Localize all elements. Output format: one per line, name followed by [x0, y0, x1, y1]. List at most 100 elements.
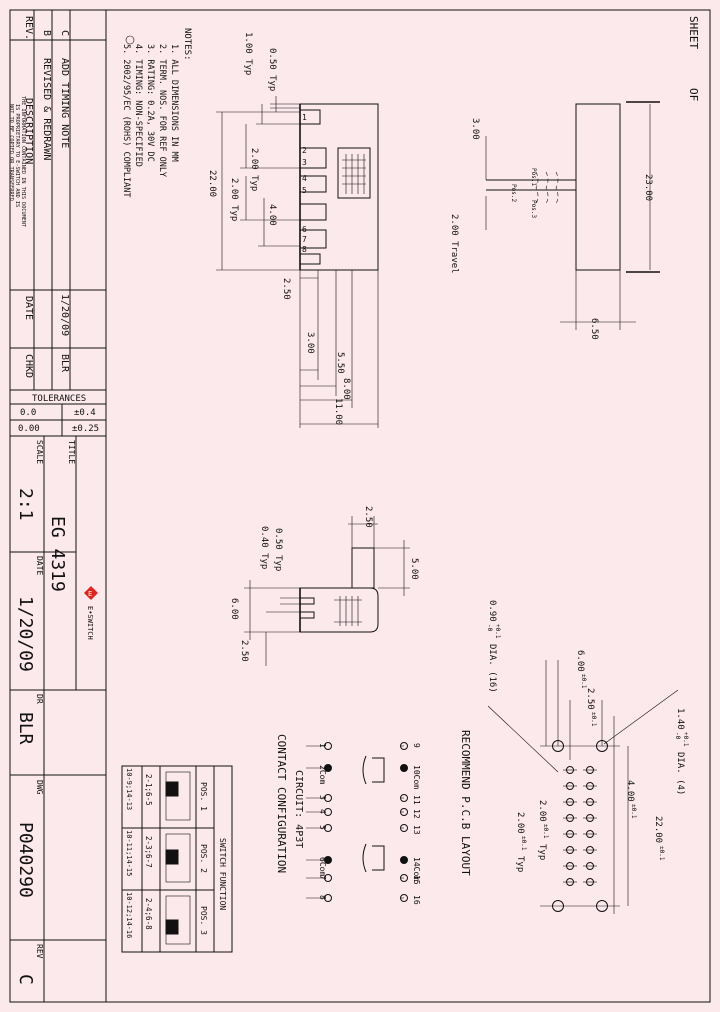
rev-header: REV. — [23, 16, 34, 40]
contact-terminal — [324, 794, 332, 802]
svg-text:DIA. (16): DIA. (16) — [487, 644, 497, 693]
svg-text:4. TIMING: NON-SPECIFIED: 4. TIMING: NON-SPECIFIED — [133, 44, 143, 167]
side-view: 2.50 5.00 0.50 Typ 0.40 Typ 6.00 2.50 — [229, 506, 419, 666]
sheet-label: SHEET — [687, 16, 700, 49]
contact-title: CONTACT CONFIGURATION — [275, 734, 288, 873]
top-view: 1 2 3 4 5 6 7 8 0.50 Typ — [207, 32, 379, 428]
sheet-border — [9, 9, 711, 1003]
date-label: DATE — [35, 556, 44, 575]
svg-text:THE INFORMATION CONTAINED IN T: THE INFORMATION CONTAINED IN THIS DOCUME… — [20, 96, 26, 227]
tol-row2-dec: 0.00 — [18, 424, 40, 434]
svg-text:2.50: 2.50 — [585, 688, 595, 710]
title-label: TITLE — [67, 440, 76, 464]
chkd-header: CHKD — [23, 354, 34, 378]
svg-text:Typ: Typ — [537, 844, 547, 860]
svg-text:4.00: 4.00 — [267, 204, 277, 226]
svg-text:7: 7 — [302, 235, 307, 244]
svg-text:Typ: Typ — [515, 856, 525, 872]
svg-text:±0.1: ±0.1 — [580, 674, 587, 689]
dr-label: DR — [35, 694, 44, 704]
svg-text:IS PROPRIETARY TO E-SWITCH AND: IS PROPRIETARY TO E-SWITCH AND IS — [14, 104, 20, 207]
switch-function-table: SWITCH FUNCTION POS. 1 POS. 2 POS. 3 2-1… — [121, 765, 233, 953]
tolerances-title: TOLERANCES — [32, 394, 86, 404]
date-value: 1/20/09 — [15, 596, 36, 672]
contact-label: 10Com — [412, 765, 421, 789]
contact-label: 4 — [318, 809, 327, 814]
contact-label: 1 — [318, 743, 327, 748]
svg-text:3. RATING: 0.2A, 30V DC: 3. RATING: 0.2A, 30V DC — [145, 44, 155, 162]
svg-text:2.50: 2.50 — [281, 278, 291, 300]
slide-view: 3.00 23.00 6.50 2.00 Travel Pos.1 Pos.2 … — [449, 101, 660, 340]
tol-row1-tol: ±0.4 — [74, 408, 96, 418]
contact-label: 3 — [318, 795, 327, 800]
contact-label: 13 — [412, 825, 421, 835]
svg-text:2. TERM. NOS. FOR REF ONLY: 2. TERM. NOS. FOR REF ONLY — [157, 44, 167, 177]
contact-label: 2Com — [318, 765, 327, 784]
rev-c-date: 1/20/09 — [59, 294, 70, 336]
svg-text:NOTES:: NOTES: — [182, 28, 192, 61]
svg-text:2.00: 2.00 — [515, 812, 525, 834]
notes: NOTES: 1. ALL DIMENSIONS IN MM 2. TERM. … — [121, 28, 192, 198]
tol-row2-tol: ±0.25 — [72, 424, 99, 434]
pos3-header: POS. 3 — [199, 906, 208, 935]
pos3-row2: 10-12;14-16 — [125, 892, 133, 938]
pos1-row1: 2-1;6-5 — [144, 774, 153, 806]
contact-terminal — [324, 742, 332, 750]
pos3-row1: 2-4;6-8 — [144, 898, 153, 930]
pcb-holes — [552, 740, 608, 912]
svg-text:8.00: 8.00 — [341, 378, 351, 400]
contact-label: 11 — [412, 795, 421, 805]
rev-c-chkd: BLR — [59, 354, 70, 373]
svg-text:-0: -0 — [486, 624, 493, 632]
pos2-row2: 10-11;14-15 — [125, 830, 133, 876]
svg-text:4.00: 4.00 — [625, 780, 635, 802]
svg-text:6.00: 6.00 — [229, 598, 239, 620]
contact-terminal — [324, 764, 332, 772]
svg-text:6: 6 — [302, 225, 307, 234]
sheet-of: OF — [687, 88, 700, 101]
contact-terminal — [324, 824, 332, 832]
svg-text:2.50: 2.50 — [363, 506, 373, 528]
pcb-title: RECOMMEND P.C.B LAYOUT — [459, 730, 472, 876]
circuit-label: CIRCUIT: 4P3T — [293, 770, 304, 848]
svg-text:1.40: 1.40 — [675, 708, 685, 730]
contact-configuration: CONTACT CONFIGURATION CIRCUIT: 4P3T 910C… — [275, 734, 421, 905]
dwg-label: DWG — [35, 780, 44, 795]
svg-text:±0.1: ±0.1 — [658, 846, 665, 861]
dr-value: BLR — [15, 712, 36, 745]
svg-text:±0.1: ±0.1 — [590, 712, 597, 727]
contact-label: 6Com — [318, 857, 327, 876]
proprietary-note: THE INFORMATION CONTAINED IN THIS DOCUME… — [8, 96, 26, 227]
svg-text:23.00: 23.00 — [643, 174, 653, 201]
rev-b: B — [41, 30, 52, 36]
contact-terminal — [324, 874, 332, 882]
contact-terminal — [324, 856, 332, 864]
svg-text:±0.1: ±0.1 — [520, 836, 527, 851]
pos1-row2: 10-9;14-13 — [125, 768, 133, 810]
svg-text:3.00: 3.00 — [470, 118, 480, 140]
svg-text:0.90: 0.90 — [487, 600, 497, 622]
svg-text:+0.1: +0.1 — [682, 732, 689, 747]
scale-value: 2:1 — [15, 488, 36, 521]
switch-function-title: SWITCH FUNCTION — [218, 838, 227, 910]
svg-text:0.50 Typ: 0.50 Typ — [273, 528, 283, 571]
svg-text:DIA. (4): DIA. (4) — [675, 752, 685, 795]
contact-label: 5 — [318, 825, 327, 830]
svg-text:-0: -0 — [674, 732, 681, 740]
svg-text:5.50: 5.50 — [335, 352, 345, 374]
contact-terminal — [324, 808, 332, 816]
svg-text:8: 8 — [302, 245, 307, 254]
title-block — [9, 435, 107, 1003]
svg-text:1: 1 — [302, 113, 307, 122]
svg-text:5. 2002/95/EC (ROHS) COMPLIANT: 5. 2002/95/EC (ROHS) COMPLIANT — [121, 44, 131, 198]
svg-text:1. ALL DIMENSIONS IN MM: 1. ALL DIMENSIONS IN MM — [169, 44, 179, 162]
scale-label: SCALE — [35, 440, 44, 464]
contact-label: 15 — [412, 875, 421, 885]
rev-value: C — [15, 974, 36, 985]
svg-text:2.00 Typ: 2.00 Typ — [229, 178, 239, 221]
svg-text:1.00 Typ: 1.00 Typ — [243, 32, 253, 75]
rev-b-description: REVISED & REDRAWN — [41, 58, 52, 160]
svg-text:2: 2 — [302, 146, 307, 155]
svg-text:3: 3 — [302, 158, 307, 167]
